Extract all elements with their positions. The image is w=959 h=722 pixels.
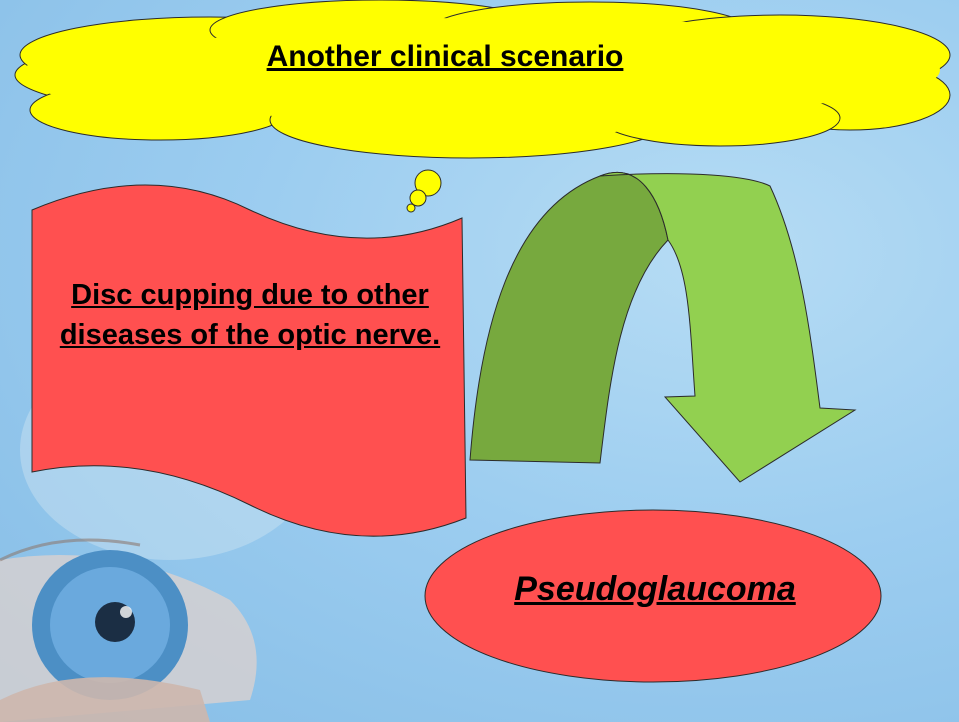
thought-cloud — [15, 0, 950, 212]
curved-arrow-icon — [470, 172, 855, 482]
result-text: Pseudoglaucoma — [430, 570, 880, 609]
left-box-text: Disc cupping due to other diseases of th… — [40, 275, 460, 355]
slide-title: Another clinical scenario — [150, 40, 740, 74]
